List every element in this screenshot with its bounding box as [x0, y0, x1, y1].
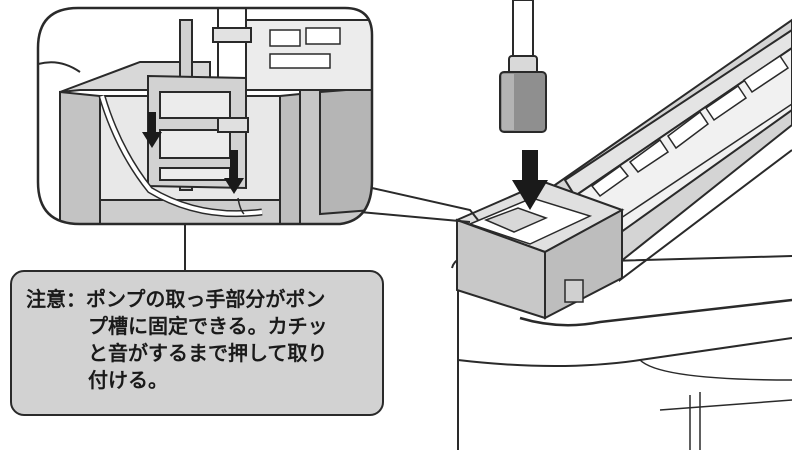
- note-line: 付ける。: [88, 368, 168, 392]
- caution-note: 注意：ポンプの取っ手部分がポン プ槽に固定できる。カチッ と音がするまで押して取…: [10, 270, 384, 416]
- zoom-detail: [36, 6, 374, 226]
- note-line: と音がするまで押して取り: [88, 341, 328, 365]
- pump: [499, 0, 547, 133]
- pump-tray: [454, 18, 792, 320]
- note-line: ポンプの取っ手部分がポン: [86, 287, 326, 311]
- caution-heading: 注意：: [26, 287, 86, 311]
- arrow-down-icon: [512, 150, 548, 210]
- note-line: プ槽に固定できる。カチッ: [88, 314, 328, 338]
